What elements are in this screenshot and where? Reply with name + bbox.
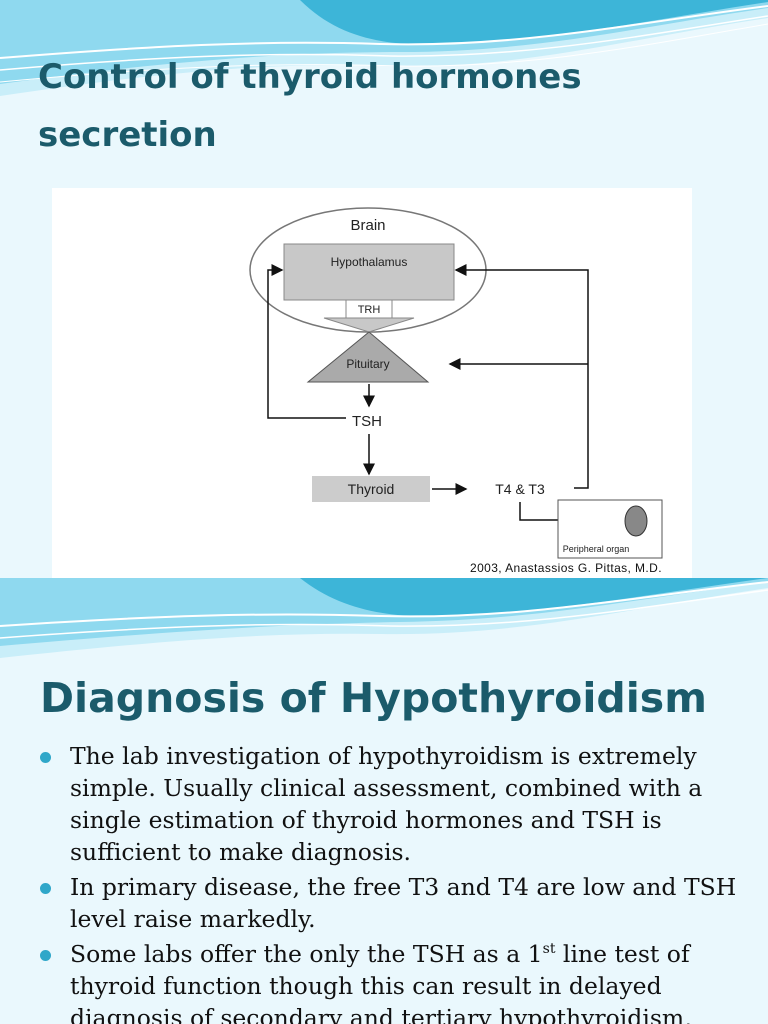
- slide-2: Diagnosis of Hypothyroidism The lab inve…: [0, 578, 768, 1024]
- slide-1-title-line2: secretion: [38, 115, 217, 155]
- hypothalamus-label: Hypothalamus: [331, 255, 408, 269]
- thyroid-control-diagram: Brain Hypothalamus TRH Pituitary TSH Thy…: [52, 188, 692, 580]
- list-item: Some labs offer the only the TSH as a 1s…: [40, 938, 740, 1024]
- pituitary-triangle: [306, 331, 430, 383]
- bullet-superscript: st: [542, 941, 556, 958]
- bullet-text: The lab investigation of hypothyroidism …: [70, 742, 703, 866]
- peripheral-organ-shape: [624, 505, 648, 537]
- list-item: In primary disease, the free T3 and T4 a…: [40, 871, 740, 935]
- t4t3-label: T4 & T3: [495, 481, 545, 497]
- tsh-label: TSH: [352, 413, 382, 430]
- pituitary-label: Pituitary: [346, 357, 389, 371]
- bullet-text: In primary disease, the free T3 and T4 a…: [70, 873, 737, 933]
- slide-1-title-line1: Control of thyroid hormones: [38, 57, 582, 97]
- hypothalamus-box: [283, 243, 455, 301]
- trh-label: TRH: [358, 304, 381, 316]
- slide-1-title: Control of thyroid hormones secretion: [38, 48, 582, 164]
- slide-1: Control of thyroid hormones secretion Br…: [0, 0, 768, 590]
- bullet-dot-icon: [40, 883, 51, 894]
- brain-label: Brain: [350, 217, 385, 234]
- bullet-list: The lab investigation of hypothyroidism …: [40, 740, 740, 1024]
- thyroid-box: [312, 476, 430, 502]
- list-item: The lab investigation of hypothyroidism …: [40, 740, 740, 868]
- diagram-credit: 2003, Anastassios G. Pittas, M.D.: [470, 561, 662, 575]
- slide-2-title: Diagnosis of Hypothyroidism: [40, 674, 707, 722]
- bullet-text-part1: Some labs offer the only the TSH as a 1: [70, 940, 543, 968]
- thyroid-label: Thyroid: [348, 481, 395, 497]
- bullet-dot-icon: [40, 950, 51, 961]
- bullet-text-part2: line test of thyroid function though thi…: [70, 940, 692, 1024]
- trh-funnel: [323, 317, 415, 333]
- peripheral-organ-label: Peripheral organ: [563, 544, 630, 554]
- bullet-dot-icon: [40, 752, 51, 763]
- header-wave: [0, 578, 768, 658]
